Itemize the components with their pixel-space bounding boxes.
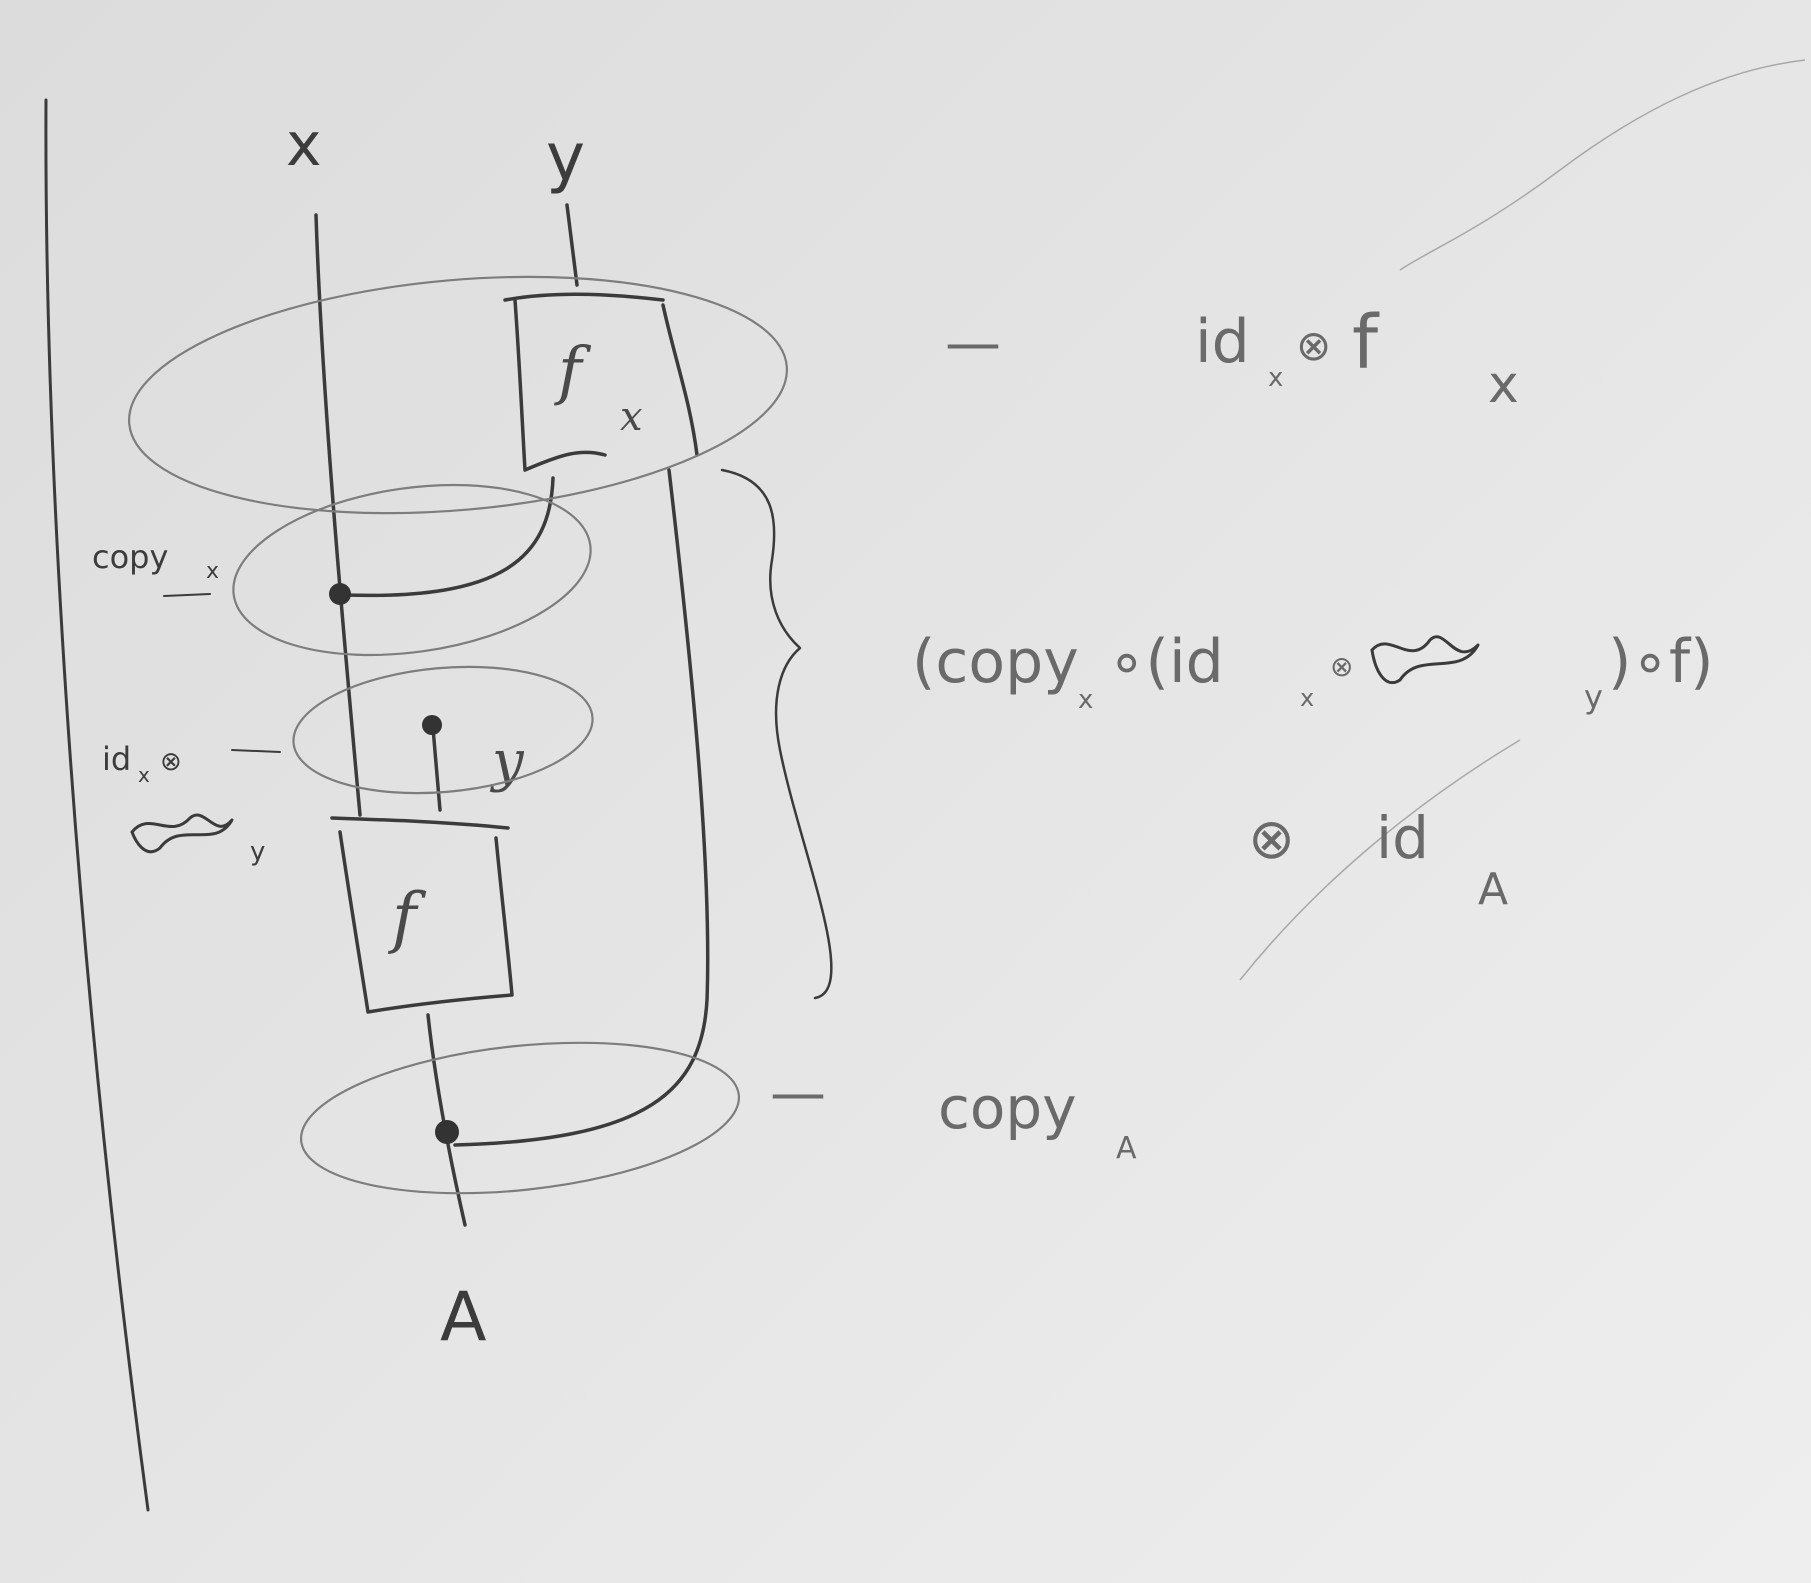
paper-crease-lower [1239,739,1521,981]
annot-top-sub2: x [1488,355,1519,415]
y-spike-dot [422,715,442,735]
idx-del-op: ⊗ [160,747,182,777]
annot-mid-op: ⊗ [1330,650,1353,683]
idx-del-y: y [250,837,265,867]
annot-mid-line2-id: id [1376,804,1429,872]
annot-mid-sub3: y [1584,678,1603,716]
annot-top-sub1: x [1268,363,1283,393]
group-id-del [292,665,594,795]
annot-mid-line2-sub: A [1478,864,1508,915]
annot-bottom-sub: A [1116,1131,1137,1166]
copy-x-underline [163,593,211,597]
group-idx-fx [128,275,788,515]
curly-brace [720,468,833,1000]
paper-crease [1399,59,1806,271]
annot-mid-end: )∘f) [1608,627,1714,697]
copy-x-side-label: copy [92,538,168,576]
annot-top-f: f [1352,300,1380,386]
box-fx-sub: x [620,394,643,440]
wire-x-label: x [286,110,322,180]
wire-a-label: A [440,1278,487,1357]
wire-y-spike [431,726,442,812]
idx-del-label: id [102,740,131,778]
y-spike-label: y [489,729,525,794]
annot-top-dash: — [945,311,1001,376]
wire-y-top [565,203,579,287]
annot-mid-sub1: x [1078,685,1093,715]
group-copy-x [232,483,592,657]
annot-bottom-dash: — [770,1061,826,1126]
box-f-label: f [387,879,427,956]
box-f [330,816,514,1014]
annot-mid-sub2: x [1300,684,1314,712]
copy-x-dot [329,583,351,605]
wire-fx-to-copy-x [343,476,555,598]
margin-line [44,98,150,1512]
copy-a-dot [435,1120,459,1144]
wire-x [314,213,362,817]
annot-mid-copy: (copy [912,627,1079,697]
annot-middle-line1: (copy x ∘(id x ⊗ y )∘f) [912,627,1714,716]
annot-top-op: ⊗ [1296,321,1331,370]
wire-y-label: y [546,119,585,196]
annot-mid-scribble [1370,635,1480,684]
annot-bottom-copy: copy [938,1074,1077,1142]
copy-x-side-sub: x [206,559,219,584]
wire-a [426,1013,467,1227]
wire-fx-to-copy-a [453,468,710,1147]
idx-del-connector [231,749,281,753]
annot-mid-line2-op: ⊗ [1248,807,1295,872]
scribble-mark [130,813,234,854]
box-fx [503,292,699,472]
box-fx-label: f [554,334,592,408]
annot-mid-rest: ∘(id [1108,627,1224,697]
group-copy-a [299,1041,741,1195]
annot-top-id: id [1195,307,1250,377]
idx-del-sub: x [138,763,150,787]
